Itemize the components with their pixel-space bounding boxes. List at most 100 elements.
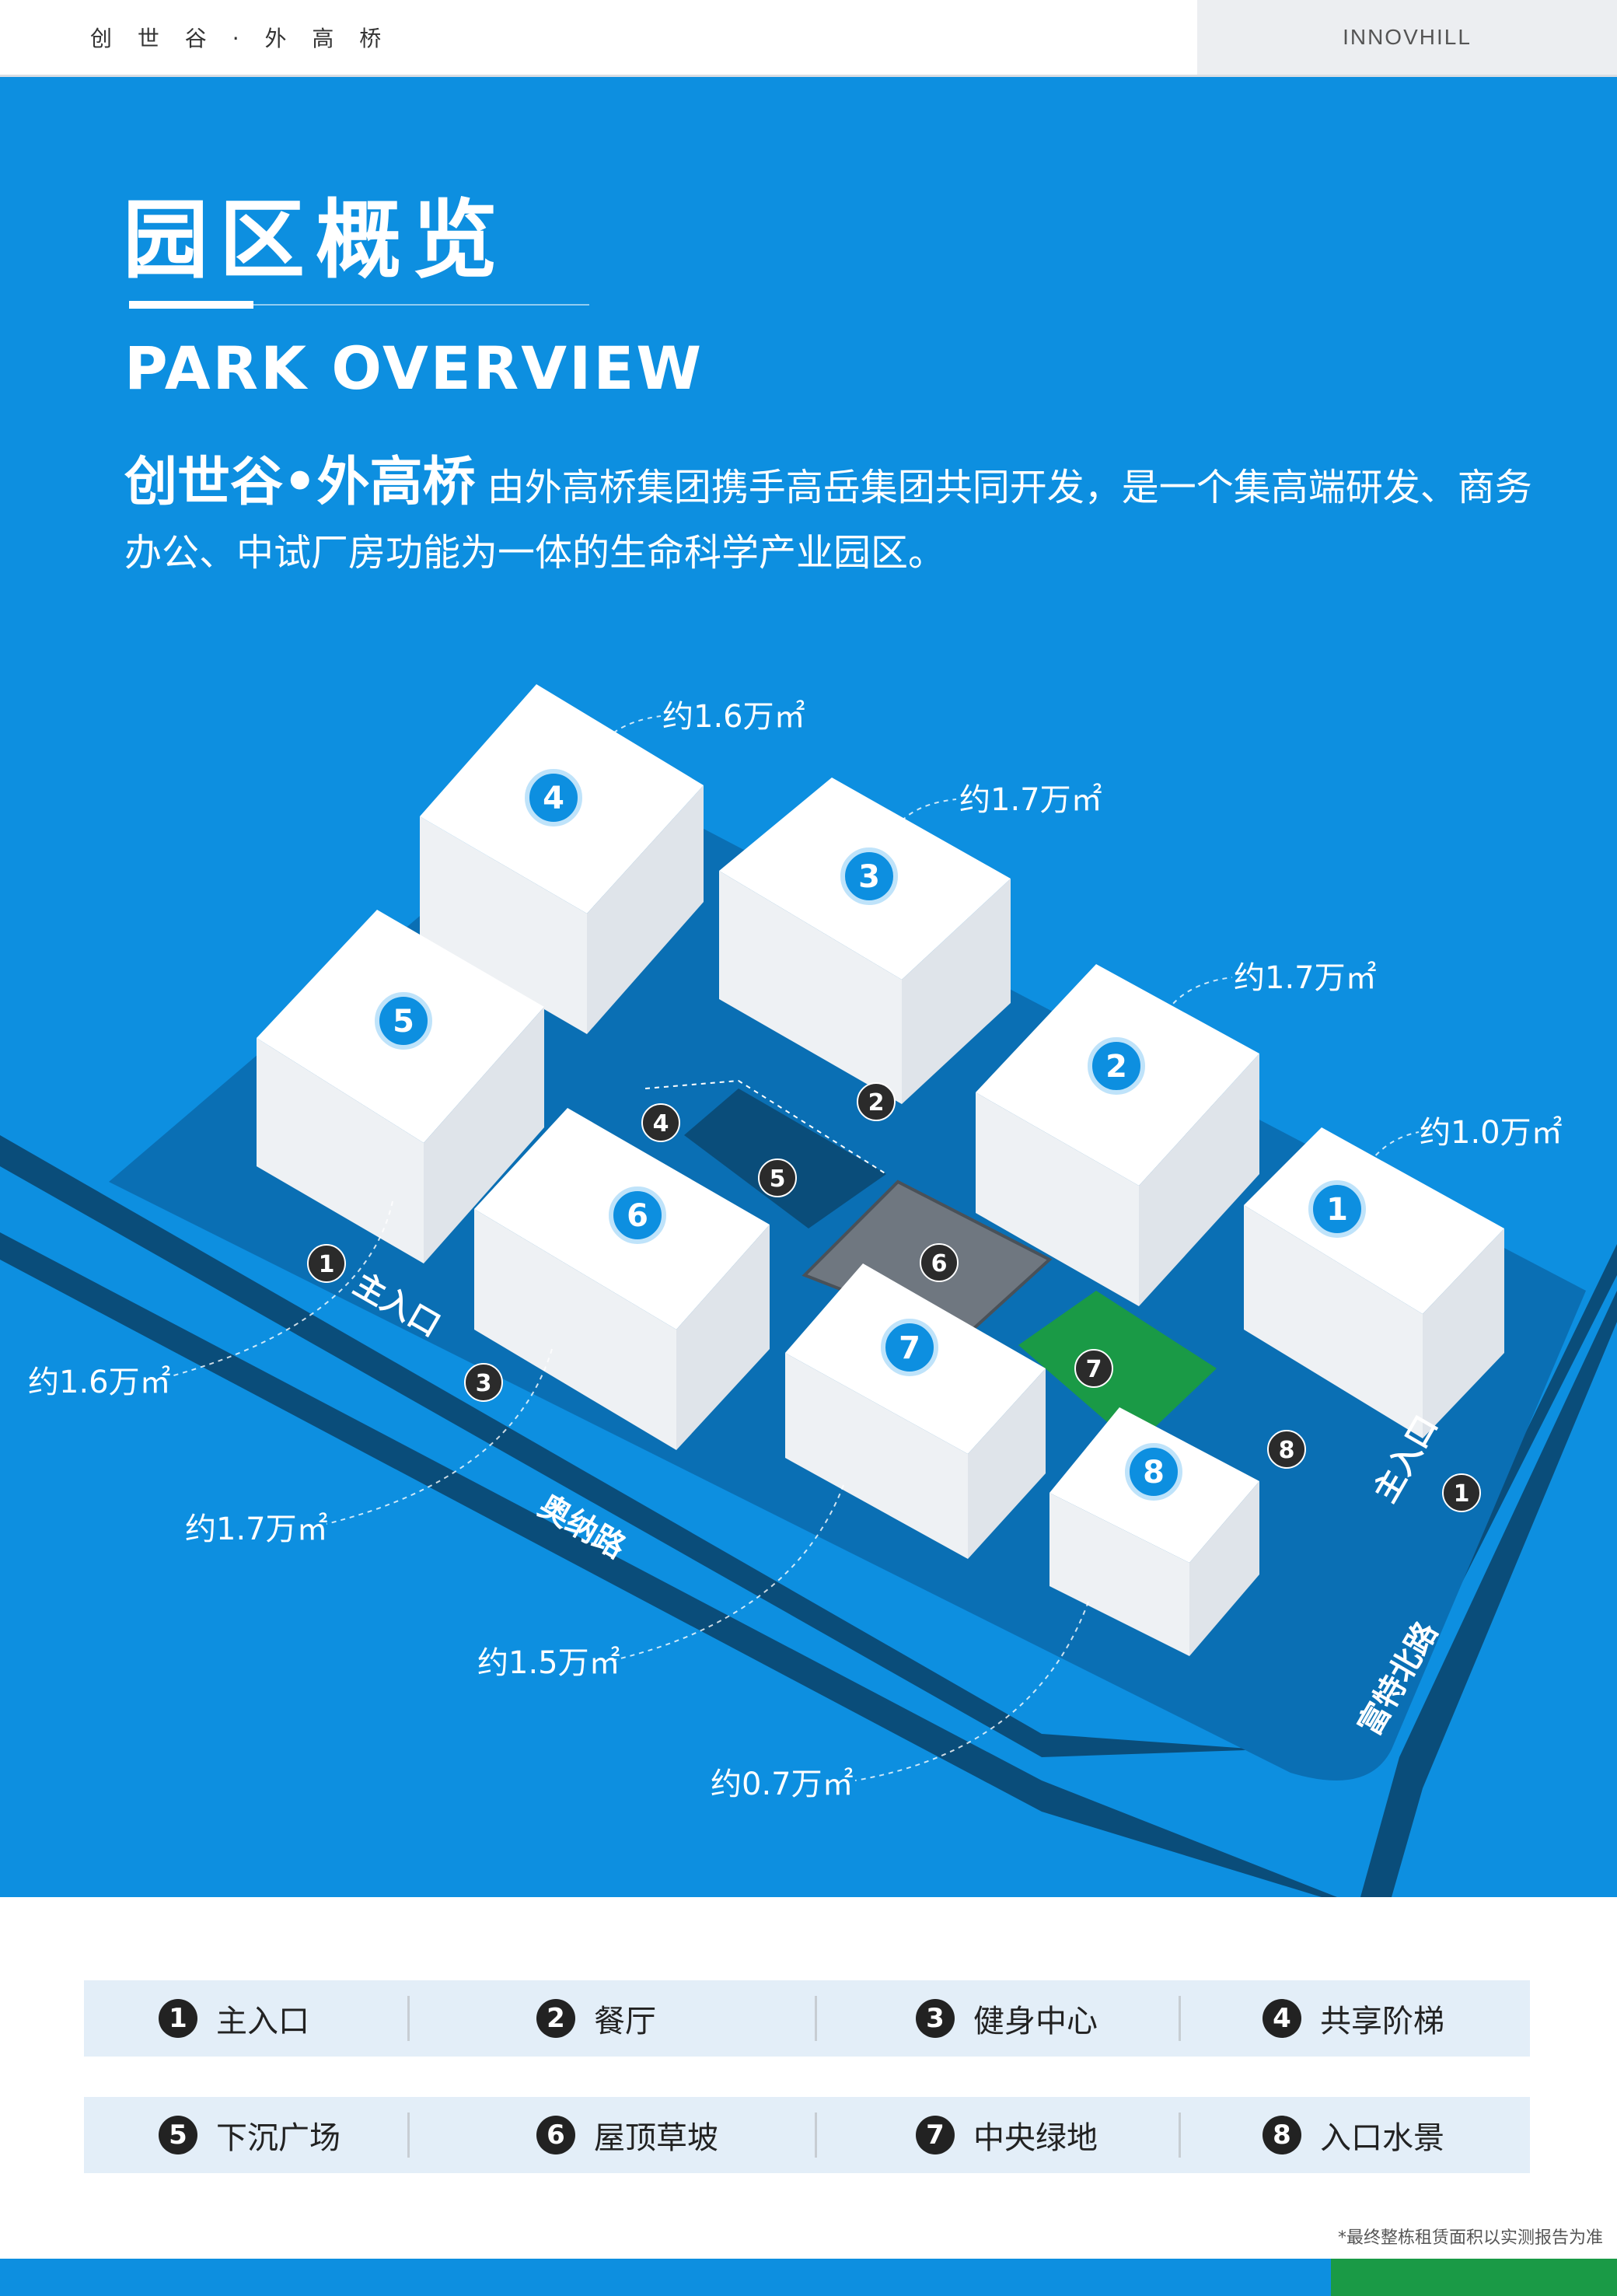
leader-4 [590,715,662,763]
legend-badge: 2 [536,1999,575,2038]
legend-divider [1179,1996,1181,2041]
leader-8 [854,1601,1089,1781]
legend-item-7: 7 中央绿地 [916,2097,1098,2173]
brand-tag: INNOVHILL [1197,0,1617,75]
building-num-8: 8 [1143,1455,1165,1490]
legend-badge: 7 [916,2116,955,2154]
legend-row-1: 1 主入口 2 餐厅 3 健身中心 4 共享阶梯 [84,1980,1530,2057]
legend-label: 共享阶梯 [1320,2004,1444,2039]
area-label-5: 约1.6万㎡ [28,1365,171,1400]
brand-name: 创 世 谷 · 外 高 桥 [90,26,391,51]
intro-lead: 创世谷•外高桥 [124,452,476,513]
leader-6 [326,1348,553,1525]
title-rule-accent [129,301,253,309]
marker-num-4: 4 [653,1110,669,1138]
legend-divider [1179,2113,1181,2158]
legend-divider [407,1996,410,2041]
legend-divider [407,2113,410,2158]
legend-label: 餐厅 [594,2004,656,2039]
marker-6 [920,1243,959,1282]
leader-3 [885,799,957,844]
sunken-plaza [684,1089,886,1228]
marker-3 [464,1363,503,1402]
legend-section: 1 主入口 2 餐厅 3 健身中心 4 共享阶梯 5 下沉广场 6 屋顶草坡 [0,1897,1617,2296]
marker-num-6: 6 [931,1250,948,1277]
leader-7 [613,1484,844,1661]
legend-label: 主入口 [216,2004,309,2039]
marker-2 [857,1082,896,1121]
legend-divider [815,1996,817,2041]
building-1 [1244,1127,1504,1438]
area-label-8: 约0.7万㎡ [711,1767,854,1802]
legend-item-4: 4 共享阶梯 [1263,1980,1444,2057]
page-title-cn: 园区概览 [123,190,508,290]
legend-badge: 5 [159,2116,197,2154]
area-label-6: 约1.7万㎡ [185,1511,328,1547]
marker-num-5: 5 [770,1165,786,1193]
legend-item-5: 5 下沉广场 [159,2097,341,2173]
legend-item-3: 3 健身中心 [916,1980,1098,2057]
central-green [1018,1291,1217,1446]
marker-num-3: 3 [476,1370,492,1397]
legend-item-1: 1 主入口 [159,1980,309,2057]
area-label-4: 约1.6万㎡ [662,699,805,735]
marker-num-2: 2 [868,1089,885,1117]
building-num-6: 6 [627,1198,648,1234]
legend-item-8: 8 入口水景 [1263,2097,1444,2173]
legend-row-2: 5 下沉广场 6 屋顶草坡 7 中央绿地 8 入口水景 [84,2097,1530,2173]
header-bar: 创 世 谷 · 外 高 桥 INNOVHILL [0,0,1617,77]
legend-badge: 6 [536,2116,575,2154]
building-num-2: 2 [1105,1049,1127,1085]
legend-badge: 8 [1263,2116,1301,2154]
building-badge-3 [840,847,898,905]
building-num-3: 3 [858,859,880,895]
legend-label: 中央绿地 [973,2120,1098,2156]
legend-label: 健身中心 [973,2004,1098,2039]
legend-item-6: 6 屋顶草坡 [536,2097,718,2173]
building-num-1: 1 [1326,1192,1348,1228]
marker-num-1-east: 1 [1454,1480,1470,1508]
legend-label: 屋顶草坡 [594,2120,718,2156]
legend-divider [815,2113,817,2158]
page-title-en: PARK OVERVIEW [124,334,704,403]
footer-accent [1331,2259,1617,2296]
building-badge-4 [525,769,582,826]
marker-7 [1074,1349,1113,1388]
marker-5 [758,1158,797,1197]
legend-label: 入口水景 [1320,2120,1444,2156]
marker-8 [1267,1430,1306,1469]
leader-5 [170,1200,393,1377]
area-label-7: 约1.5万㎡ [477,1645,620,1681]
marker-4 [641,1103,680,1142]
intro-text: 创世谷•外高桥 由外高桥集团携手高岳集团共同开发，是一个集高端研发、商务办公、中… [124,450,1547,585]
building-badge-6 [609,1186,666,1244]
building-badge-7 [881,1319,938,1376]
building-badge-8 [1125,1443,1182,1501]
building-num-4: 4 [543,781,564,816]
marker-num-8: 8 [1279,1437,1295,1464]
plaza-outline [644,1079,887,1175]
marker-num-7: 7 [1086,1356,1102,1383]
area-label-1: 约1.0万㎡ [1420,1115,1563,1151]
building-badge-5 [375,992,432,1050]
legend-label: 下沉广场 [216,2120,341,2156]
building-num-7: 7 [899,1330,920,1366]
legend-badge: 3 [916,1999,955,2038]
marker-num-1-west: 1 [319,1251,335,1278]
leader-2 [1161,977,1233,1019]
disclaimer-note: *最终整栋租赁面积以实测报告为准 [1337,2228,1603,2248]
building-badge-1 [1308,1180,1366,1238]
hero-section: 园区概览 PARK OVERVIEW 创世谷•外高桥 由外高桥集团携手高岳集团共… [0,77,1617,1897]
area-label-2: 约1.7万㎡ [1234,960,1377,996]
intro-body: 由外高桥集团携手高岳集团共同开发，是一个集高端研发、商务办公、中试厂房功能为一体… [124,466,1532,575]
marker-1-east [1442,1473,1481,1512]
site-plan-map: 4 3 5 2 6 1 7 8 1 2 3 4 5 6 [0,684,1617,1897]
title-rule [129,304,589,306]
building-badge-2 [1088,1037,1145,1095]
legend-item-2: 2 餐厅 [536,1980,656,2057]
legend-badge: 1 [159,1999,197,2038]
area-label-3: 约1.7万㎡ [959,782,1102,818]
marker-1-west [307,1244,346,1283]
footer-bar [0,2259,1331,2296]
legend-badge: 4 [1263,1999,1301,2038]
